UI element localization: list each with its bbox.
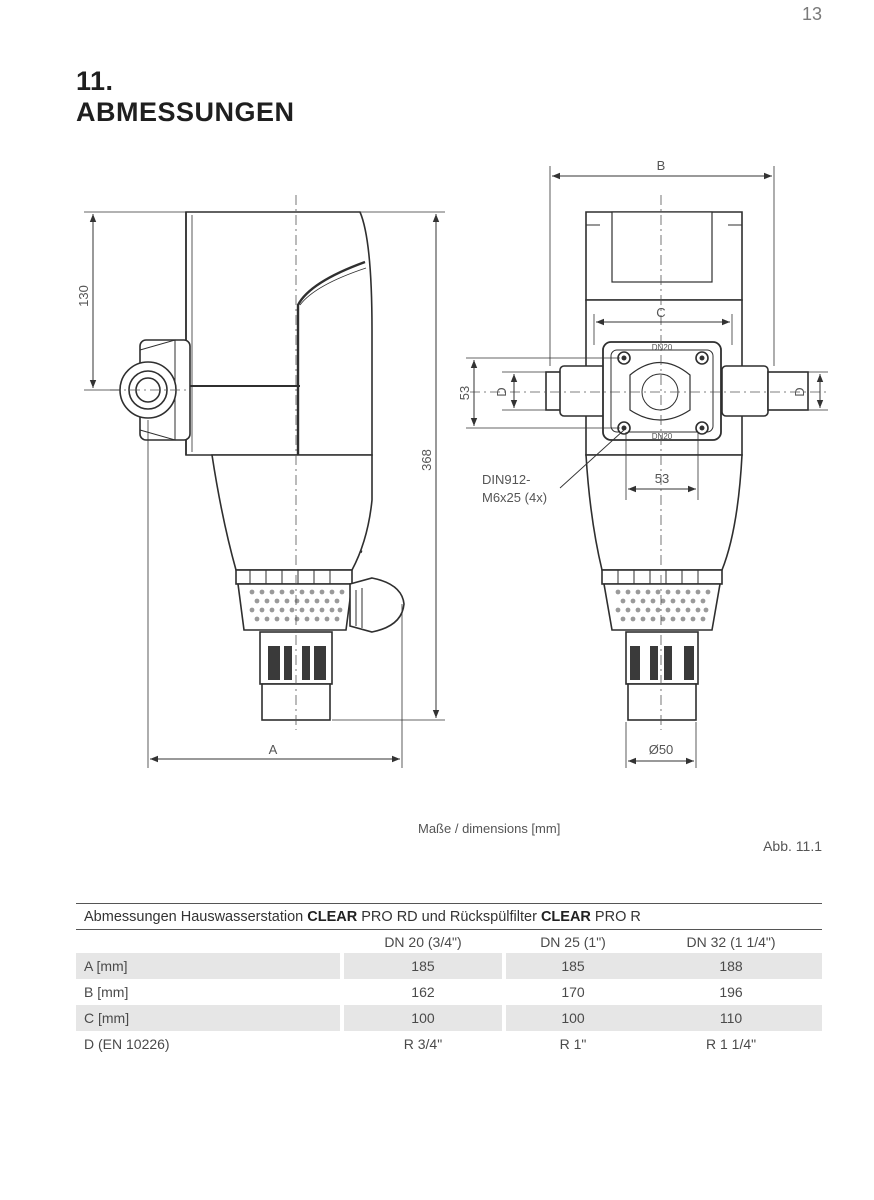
screw-note-line1: DIN912- <box>482 472 530 487</box>
table-header-row: DN 20 (3/4") DN 25 (1") DN 32 (1 1/4") <box>76 930 822 954</box>
table-cell: R 1" <box>559 1036 587 1052</box>
table-cell: 162 <box>411 984 435 1000</box>
dim-label-368: 368 <box>419 449 434 471</box>
dim-label-diameter: Ø50 <box>649 742 674 757</box>
front-view <box>545 211 809 721</box>
table-cell: 188 <box>640 953 822 979</box>
dimensions-caption: Maße / dimensions [mm] <box>418 821 561 836</box>
row-label: D (EN 10226) <box>84 1036 170 1052</box>
dimensions-table: Abmessungen Hauswasserstation CLEAR PRO … <box>76 903 822 1057</box>
dim-label-c: C <box>656 305 665 320</box>
dimension-drawing: 130 368 A <box>76 158 830 768</box>
page-number: 13 <box>801 4 822 24</box>
table-cell: 100 <box>505 1005 641 1031</box>
figure-number: Abb. 11.1 <box>763 838 822 854</box>
flange-mark-bottom: DN20 <box>652 432 673 441</box>
table-cell: 100 <box>344 1005 502 1031</box>
table-title: Abmessungen Hauswasserstation CLEAR PRO … <box>76 903 822 930</box>
row-label: B [mm] <box>84 984 129 1000</box>
section-title: ABMESSUNGEN <box>76 97 295 127</box>
table-row: A [mm] 185 185 188 <box>76 953 822 979</box>
dim-label-a: A <box>269 742 278 757</box>
section-heading: 11. ABMESSUNGEN <box>76 66 295 128</box>
table-row: C [mm] 100 100 110 <box>76 1005 822 1031</box>
screw-note-line2: M6x25 (4x) <box>482 490 547 505</box>
dim-label-53-vertical: 53 <box>457 386 472 400</box>
table-cell: R 3/4" <box>403 1036 443 1052</box>
table-cell: 110 <box>640 1005 822 1031</box>
table-cell: 185 <box>344 953 502 979</box>
table-cell: 170 <box>561 984 585 1000</box>
column-header: DN 32 (1 1/4") <box>686 934 776 950</box>
dim-label-130: 130 <box>76 285 91 307</box>
table-row: D (EN 10226) R 3/4" R 1" R 1 1/4" <box>76 1031 822 1057</box>
dim-label-53-horizontal: 53 <box>655 471 669 486</box>
table-cell: 185 <box>505 953 641 979</box>
dim-label-d-left: D <box>494 387 509 396</box>
table-cell: R 1 1/4" <box>705 1036 757 1052</box>
section-number: 11. <box>76 66 114 96</box>
table-cell: 196 <box>719 984 743 1000</box>
row-label: C [mm] <box>76 1005 340 1031</box>
row-label: A [mm] <box>76 953 340 979</box>
table-row: B [mm] 162 170 196 <box>76 979 822 1005</box>
column-header: DN 20 (3/4") <box>384 934 462 950</box>
column-header: DN 25 (1") <box>540 934 606 950</box>
side-view <box>119 211 405 721</box>
front-view-dimensions <box>466 166 828 768</box>
dim-label-b: B <box>657 158 666 173</box>
side-view-dimensions <box>84 211 445 768</box>
flange-mark-top: DN20 <box>652 343 673 352</box>
dim-label-d-right: D <box>792 387 807 396</box>
